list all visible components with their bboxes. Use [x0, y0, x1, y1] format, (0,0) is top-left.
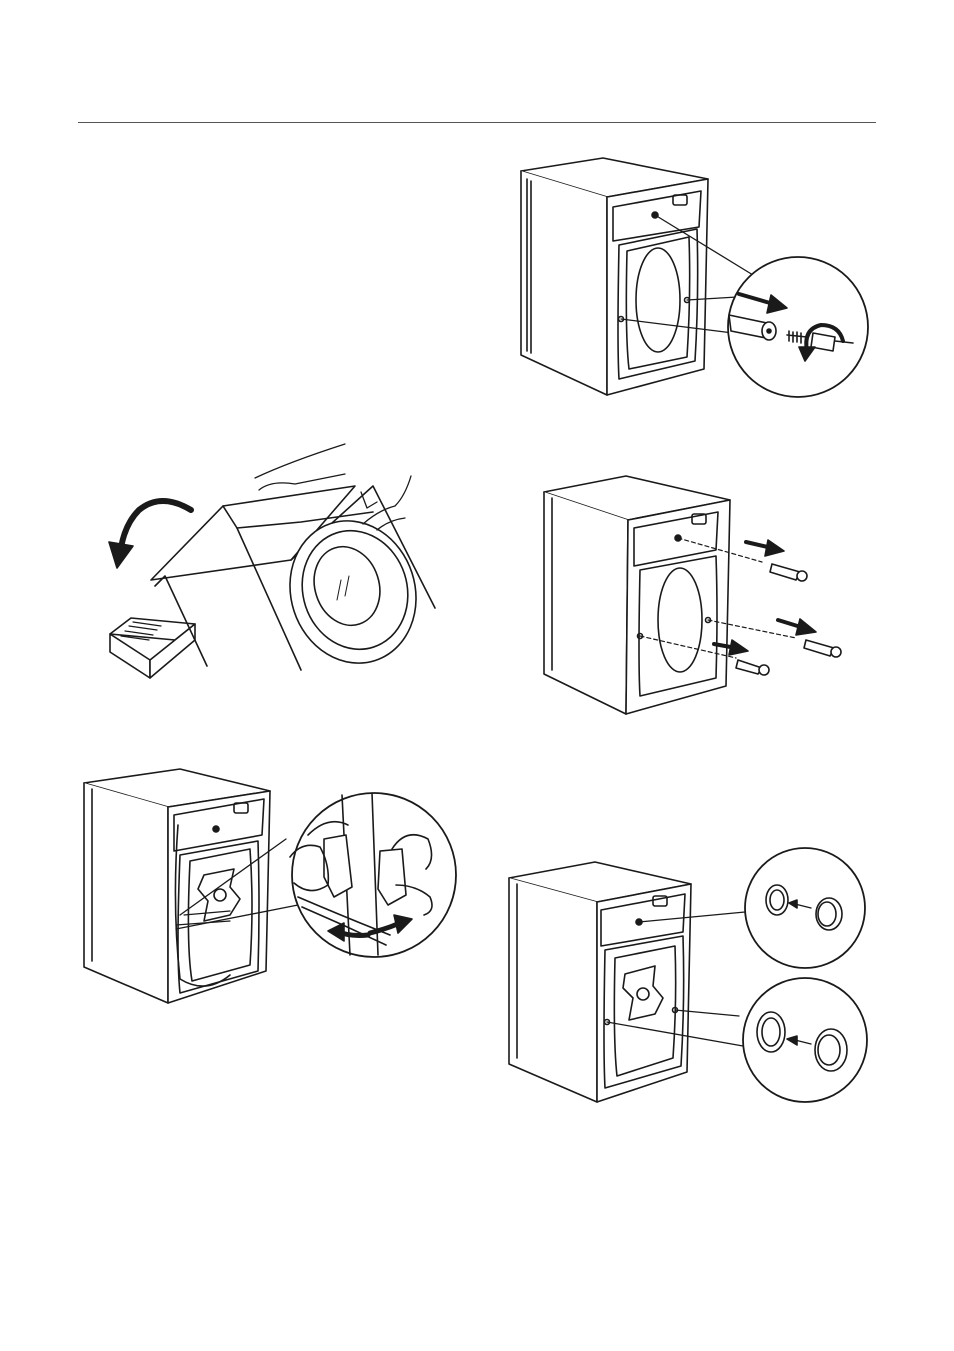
machine-rear-view	[509, 862, 691, 1102]
pull-arrow-icon-2	[796, 619, 816, 635]
tilt-backward-arrow-icon	[109, 542, 133, 568]
machine-rear-view	[84, 769, 270, 1003]
machine-tilted	[151, 486, 435, 680]
tilt-arrow-shaft	[121, 501, 191, 548]
fig-insert-plastic-caps	[505, 850, 865, 1105]
fig-remove-rear-bolts	[515, 155, 865, 405]
transit-bolts	[736, 564, 841, 675]
spacer-block	[110, 618, 195, 678]
header-rule	[78, 122, 876, 123]
fig-release-hose-clips	[80, 765, 460, 1010]
pull-arrow-icon-3	[729, 640, 748, 655]
machine-rear-view	[521, 158, 708, 395]
detail-circle-top	[745, 848, 865, 968]
fig-extract-transit-bolts	[540, 472, 850, 717]
machine-rear-view	[544, 476, 730, 714]
fig-tilt-machine	[105, 440, 445, 680]
pull-arrow-icon-1	[765, 540, 784, 556]
